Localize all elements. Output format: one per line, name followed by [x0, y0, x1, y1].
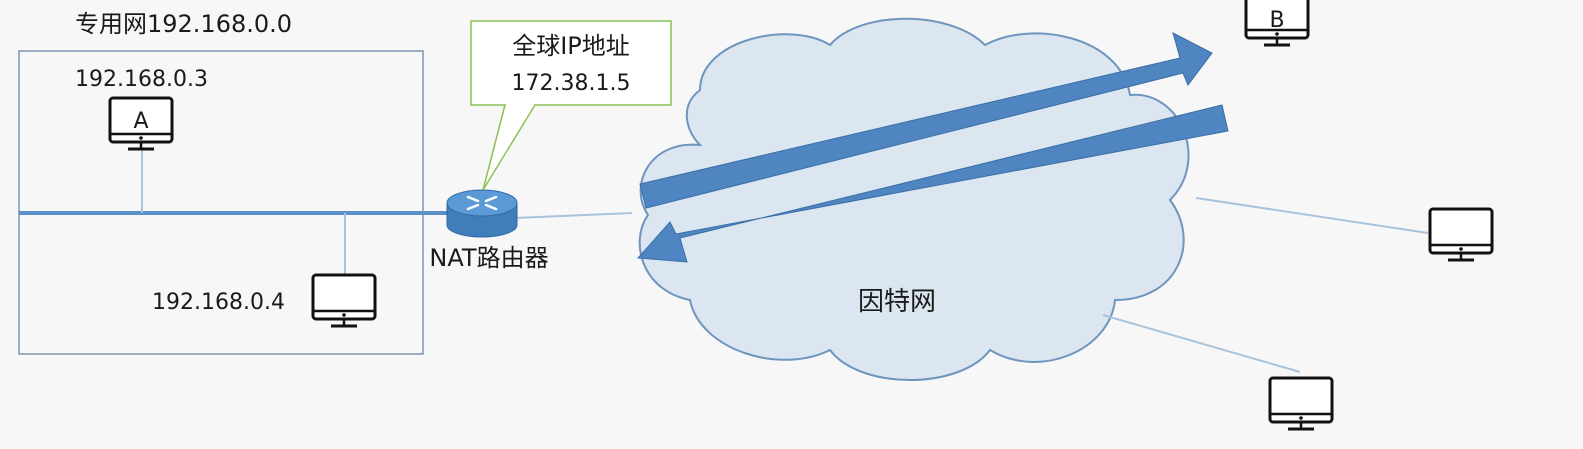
host-remote-right-monitor[interactable] [1428, 207, 1494, 262]
outbound-arrow [639, 32, 1213, 209]
router-internet-link [514, 212, 633, 219]
private-network-box [18, 50, 424, 355]
callout-line2: 172.38.1.5 [512, 71, 631, 96]
link-remote-right [1195, 197, 1429, 234]
router-label: NAT路由器 [429, 244, 548, 272]
host-remote-bottom-monitor[interactable] [1268, 376, 1334, 431]
host-a-name: A [133, 109, 148, 134]
link-remote-bottom [1102, 314, 1301, 373]
host-a-ip: 192.168.0.3 [75, 67, 208, 92]
callout-line1: 全球IP地址 [512, 32, 630, 60]
router-arrows-icon [466, 195, 498, 211]
private-network-label: 专用网192.168.0.0 [75, 10, 292, 38]
host-b-ip: 192.168.0.4 [152, 290, 285, 315]
inbound-arrow [636, 104, 1229, 263]
callout-pointer [482, 104, 537, 191]
global-ip-callout [470, 20, 672, 106]
host-remote-b-name: B [1269, 8, 1284, 33]
nat-router[interactable] [446, 189, 518, 238]
host-remote-b-monitor[interactable]: B [1244, 0, 1310, 47]
internet-cloud: 因特网 [638, 17, 1190, 381]
internet-label: 因特网 [858, 287, 936, 317]
host-private-2-monitor[interactable] [311, 273, 377, 328]
host-a-monitor[interactable]: A [108, 96, 174, 151]
